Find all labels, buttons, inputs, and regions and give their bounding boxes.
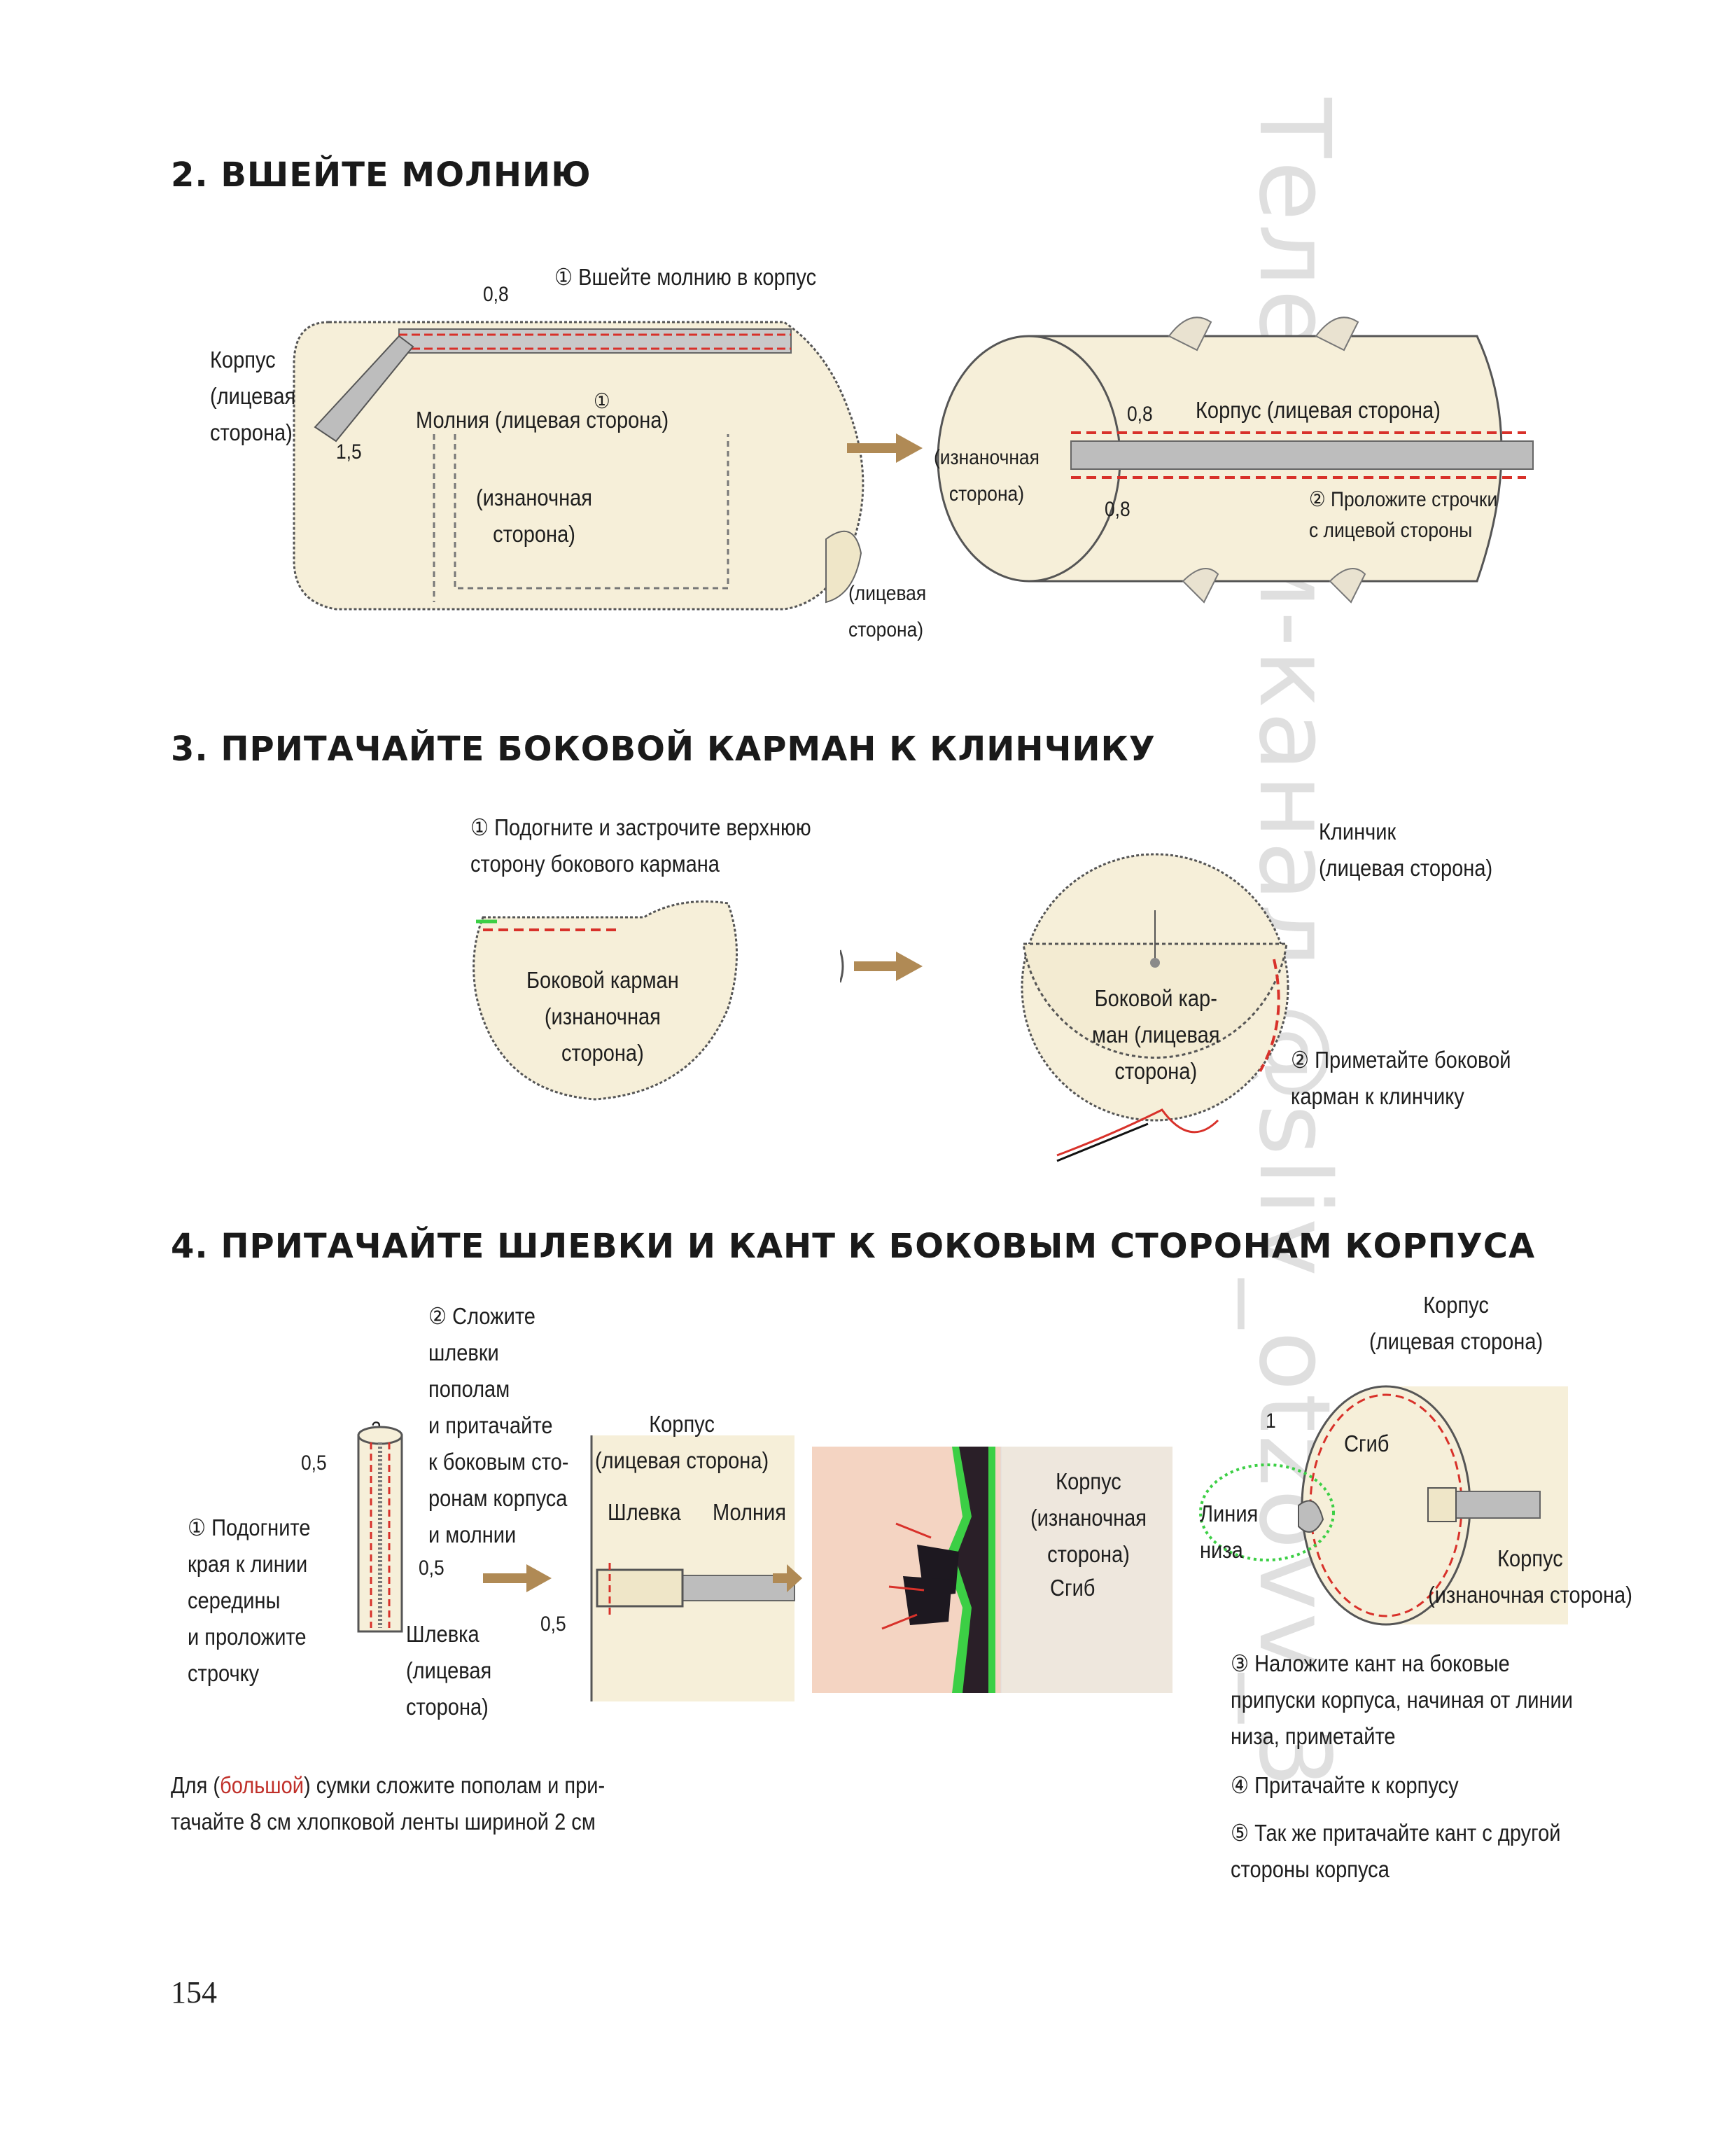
s4-step5-label: ⑤ Так же притачайте кант с другой сторон…	[1231, 1820, 1561, 1882]
face-side-label: (лицевая сторона)	[848, 582, 927, 641]
s4-step4-label: ④ Притачайте к корпусу	[1231, 1772, 1459, 1798]
wrong-side-label-a: (изнаночная сторона)	[476, 485, 592, 547]
arrow-right-icon-4	[773, 1564, 802, 1592]
section-title-4: 4. ПРИТАЧАЙТЕ ШЛЕВКИ И КАНТ К БОКОВЫМ СТ…	[171, 1227, 1536, 1266]
page-number: 154	[171, 1975, 217, 2010]
pocket-face-label: Боковой кар- ман (лицевая сторона)	[1092, 985, 1220, 1084]
dim-05-b: 0,5	[419, 1557, 444, 1580]
zipper-face-label: Молния (лицевая сторона)	[416, 407, 669, 433]
piping-body-figure	[1199, 1385, 1568, 1626]
dim-08-c: 0,8	[1105, 498, 1130, 521]
korpus-face-label-r: Корпус (лицевая сторона)	[1369, 1292, 1544, 1354]
loop-face-label: Шлевка (лицевая сторона)	[406, 1621, 492, 1720]
klinchik-figure	[1021, 853, 1289, 1162]
fold-label: Сгиб	[1050, 1575, 1096, 1601]
dim-08-a: 0,8	[483, 283, 509, 306]
circle-1-marker: ①	[594, 390, 610, 413]
fold-label-r: Сгиб	[1344, 1431, 1390, 1456]
korpus-face-label-s4: Корпус (лицевая сторона)	[595, 1411, 769, 1473]
note-highlight: большой	[220, 1772, 304, 1798]
s4-step1-label: ① Подогните края к линии середины и прол…	[188, 1515, 311, 1686]
s3-step1-label: ① Подогните и застрочите верхнюю сторону…	[470, 814, 811, 877]
korpus-wrong-label: Корпус (изнаночная сторона)	[1030, 1468, 1147, 1567]
s2-step2-label: ② Проложите строчки с лицевой стороны	[1309, 488, 1498, 542]
side-pocket-figure	[472, 900, 738, 1101]
s2-step1-label: ① Вшейте молнию в корпус	[554, 264, 817, 290]
shlevka-label: Шлевка	[608, 1499, 681, 1525]
belt-loop-figure	[357, 1426, 403, 1633]
molniya-label: Молния	[713, 1499, 786, 1525]
pocket-wrong-label: Боковой карман (изнаночная сторона)	[526, 967, 679, 1066]
wrong-side-label-b: (изнаночная сторона)	[934, 446, 1040, 506]
loop-on-body-figure	[590, 1435, 795, 1701]
dim-08-b: 0,8	[1127, 403, 1153, 426]
dim-1: 1	[1266, 1409, 1276, 1433]
body-closed-figure	[937, 316, 1534, 604]
large-bag-note: Для (большой) сумки сложите пополам и пр…	[171, 1772, 606, 1835]
s4-step2-label: ② Сложите шлевки пополам и притачайте к …	[428, 1303, 569, 1547]
klinchik-label: Клинчик (лицевая сторона)	[1319, 819, 1493, 881]
korpus-face-label-2: Корпус (лицевая сторона)	[1196, 397, 1441, 423]
section-title-2: 2. ВШЕЙТЕ МОЛНИЮ	[171, 155, 592, 195]
arrow-right-icon-3	[483, 1564, 552, 1592]
dim-05-a: 0,5	[301, 1452, 327, 1475]
bottom-line-label: Линия низа	[1200, 1501, 1259, 1563]
zipper-body-figure	[293, 321, 864, 611]
arrow-right-icon	[847, 433, 923, 463]
korpus-face-label: Корпус (лицевая сторона)	[210, 347, 296, 445]
piping-photo	[812, 1447, 1172, 1693]
section-title-3: 3. ПРИТАЧАЙТЕ БОКОВОЙ КАРМАН К КЛИНЧИКУ	[171, 730, 1156, 769]
korpus-wrong-label-r: Корпус (изнаночная сторона)	[1428, 1545, 1632, 1608]
s4-step3-label: ③ Наложите кант на боковые припуски корп…	[1231, 1650, 1574, 1749]
dim-05-c: 0,5	[540, 1613, 566, 1636]
s3-step2-label: ② Приметайте боковой карман к клинчику	[1291, 1047, 1511, 1109]
dim-15: 1,5	[336, 440, 362, 464]
arrow-right-icon-2	[840, 949, 923, 983]
